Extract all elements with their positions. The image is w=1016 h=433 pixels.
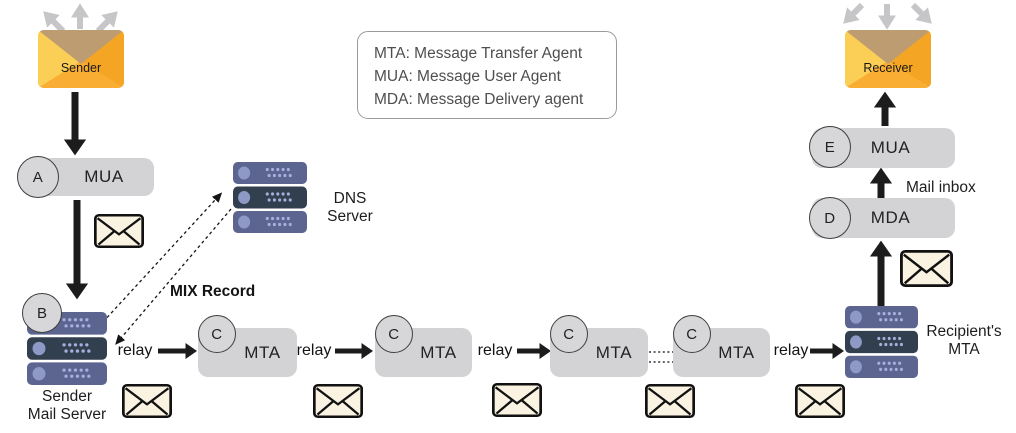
step-badge-c2: C [375, 315, 413, 353]
sender-mail-server-label-line2: Mail Server [27, 405, 107, 423]
dns-server-label: DNS Server [316, 190, 384, 225]
legend-line-mua: MUA: Message User Agent [374, 68, 561, 85]
relay-label-3: relay [477, 342, 513, 359]
recipient-mta-label-line2: MTA [948, 340, 980, 358]
outgoing-arrows-icon [43, 3, 118, 34]
agent-box-mta-2: C MTA [375, 315, 472, 377]
legend-line-mda: MDA: Message Delivery agent [374, 91, 584, 108]
mix-record-label: MIX Record [170, 283, 256, 300]
receiver-envelope-icon [845, 30, 931, 88]
agent-label-mta-1: MTA [244, 342, 281, 362]
agent-box-mua-a: A MUA [17, 156, 154, 198]
agent-box-mta-1: C MTA [198, 315, 297, 377]
step-badge-b: B [22, 293, 62, 333]
agent-box-mta-4: C MTA [673, 315, 770, 377]
sender-mail-server-label-line1: Sender [42, 388, 92, 405]
agent-label-mda: MDA [870, 208, 911, 227]
legend-line-mta: MTA: Message Transfer Agent [374, 45, 583, 62]
recipient-mta-label: Recipient's MTA [916, 323, 1012, 358]
agent-label-mta-3: MTA [595, 342, 633, 362]
mail-envelope-icon [122, 384, 172, 418]
dns-query-line [102, 192, 223, 323]
sender-label: Sender [60, 61, 102, 75]
agent-label-mua-e: MUA [870, 138, 911, 157]
agent-box-mda: D MDA [809, 197, 955, 239]
relay-label-1: relay [117, 342, 153, 359]
step-badge-a: A [17, 156, 59, 198]
sender-envelope-icon [38, 30, 124, 88]
mail-envelope-icon [94, 214, 144, 248]
agent-box-mta-3: C MTA [550, 315, 648, 377]
step-badge-d: D [809, 197, 851, 239]
legend-box: MTA: Message Transfer Agent MUA: Message… [357, 31, 617, 119]
agent-label-mta-4: MTA [718, 342, 755, 362]
dns-server-label-line2: Server [327, 207, 373, 225]
incoming-arrows-icon [843, 2, 932, 30]
step-badge-c1: C [198, 315, 236, 353]
relay-label-2: relay [296, 342, 332, 359]
mta-chain-continuation-dots [649, 351, 673, 363]
dns-server-label-line1: DNS [333, 190, 367, 207]
agent-label-mta-2: MTA [420, 342, 457, 362]
step-badge-c3: C [550, 315, 588, 353]
mail-envelope-icon [795, 384, 845, 418]
mail-envelope-icon [313, 384, 363, 418]
mail-envelope-icon [645, 384, 695, 418]
recipient-mta-server-icon [845, 306, 918, 378]
step-badge-c4: C [673, 315, 711, 353]
receiver-label: Receiver [863, 61, 913, 75]
recipient-mta-label-line1: Recipient's [926, 323, 1002, 340]
step-badge-e: E [809, 126, 851, 168]
sender-mail-server-label: Sender Mail Server [12, 388, 122, 423]
agent-box-mua-e: E MUA [809, 126, 955, 168]
dns-lookup-arrows [102, 192, 232, 345]
dns-server-icon [233, 162, 307, 233]
flow-arrows [63, 91, 897, 359]
mail-inbox-label: Mail inbox [906, 179, 976, 196]
mail-envelope-icon [492, 383, 542, 417]
relay-label-4: relay [773, 342, 809, 359]
mail-envelope-icon [900, 250, 953, 287]
agent-label-mua-a: MUA [84, 167, 124, 186]
dns-response-line [115, 208, 232, 345]
